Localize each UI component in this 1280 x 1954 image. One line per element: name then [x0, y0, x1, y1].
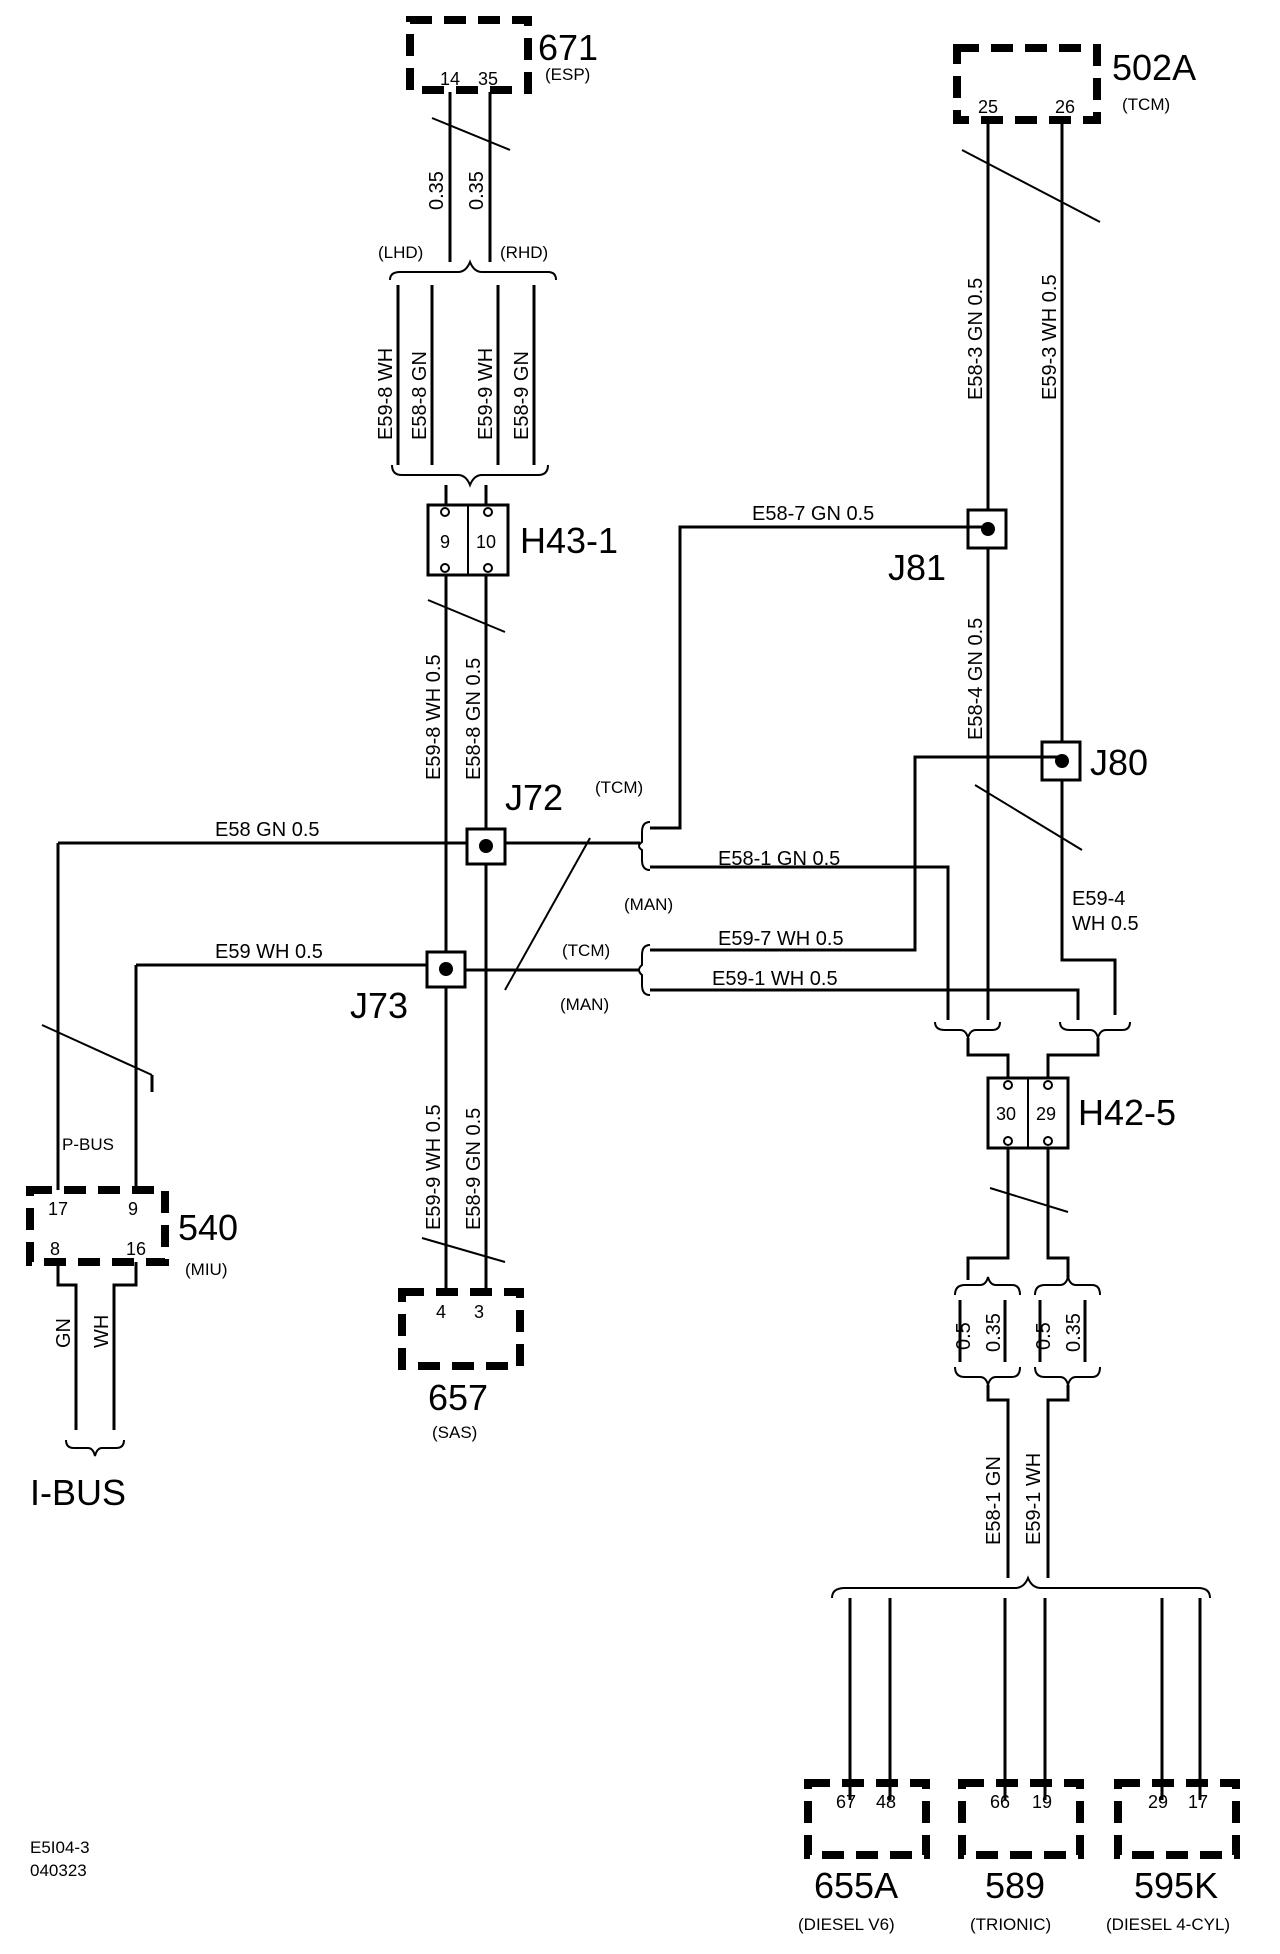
wire-e58-8-gn: E58-8 GN — [409, 351, 431, 440]
splices-j72-j73: E58 GN 0.5 J72 (TCM) E59 WH 0.5 J73 (TCM… — [56, 777, 673, 1190]
pin-66: 66 — [990, 1792, 1010, 1812]
pin-35: 35 — [478, 69, 498, 89]
component-label-esp: (ESP) — [545, 65, 590, 84]
size-05-b: 0.5 — [1033, 1322, 1055, 1350]
pin-3: 3 — [474, 1302, 484, 1322]
component-595k: 29 17 595K (DIESEL 4-CYL) — [1106, 1779, 1240, 1934]
label-tcm-2: (TCM) — [562, 941, 610, 960]
component-502a: 25 26 502A (TCM) — [953, 44, 1196, 124]
component-655a: 67 48 655A (DIESEL V6) — [798, 1779, 930, 1934]
h42-pin-30: 30 — [996, 1104, 1016, 1124]
junction-j72: J72 — [505, 777, 563, 818]
label-man-2: (MAN) — [560, 995, 609, 1014]
size-05-a: 0.5 — [953, 1322, 975, 1350]
pin-29: 29 — [1148, 1792, 1168, 1812]
component-id-589: 589 — [985, 1865, 1045, 1906]
h43-pin-10: 10 — [476, 532, 496, 552]
connector-id-h43-1: H43-1 — [520, 520, 618, 561]
wire-size-0-35-b: 0.35 — [466, 171, 488, 210]
label-lhd: (LHD) — [378, 243, 423, 262]
component-671: 14 35 671 (ESP) — [406, 16, 598, 94]
wire-e58-1-gn-lower: E58-1 GN — [983, 1456, 1005, 1545]
component-label-diesel-v6: (DIESEL V6) — [798, 1915, 895, 1934]
pin-25: 25 — [978, 97, 998, 117]
diagram-date: 040323 — [30, 1861, 87, 1880]
component-label-diesel-4cyl: (DIESEL 4-CYL) — [1106, 1915, 1230, 1934]
label-rhd: (RHD) — [500, 243, 548, 262]
pin-9: 9 — [128, 1199, 138, 1219]
component-id-595k: 595K — [1134, 1865, 1218, 1906]
component-id-502a: 502A — [1112, 47, 1196, 88]
component-label-sas: (SAS) — [432, 1423, 477, 1442]
wires-502a: E58-3 GN 0.5 E59-3 WH 0.5 J81 E58-7 GN 0… — [650, 122, 1148, 1078]
wire-e59-9-wh: E59-9 WH — [475, 348, 497, 440]
component-label-tcm: (TCM) — [1122, 95, 1170, 114]
wire-e59-7-wh: E59-7 WH 0.5 — [718, 928, 844, 950]
diagram-code: E5I04-3 — [30, 1838, 90, 1857]
pin-19: 19 — [1032, 1792, 1052, 1812]
wire-e59-4-wh: WH 0.5 — [1072, 913, 1139, 935]
wire-e58-gn-05: E58 GN 0.5 — [215, 819, 320, 841]
wire-e58-9-gn-05: E58-9 GN 0.5 — [463, 1108, 485, 1230]
pin-17: 17 — [48, 1199, 68, 1219]
wire-e58-7-gn: E58-7 GN 0.5 — [752, 503, 874, 525]
component-id-657: 657 — [428, 1377, 488, 1418]
label-tcm-1: (TCM) — [595, 778, 643, 797]
wire-wh: WH — [91, 1315, 113, 1348]
wire-e58-1-gn: E58-1 GN 0.5 — [718, 848, 840, 870]
component-657: 4 3 657 (SAS) — [398, 1288, 524, 1442]
wire-e59-4: E59-4 — [1072, 888, 1125, 910]
wire-e59-8-wh-05: E59-8 WH 0.5 — [423, 654, 445, 780]
wire-e59-1-wh: E59-1 WH 0.5 — [712, 968, 838, 990]
wire-e58-8-gn-05: E58-8 GN 0.5 — [463, 658, 485, 780]
size-035-b: 0.35 — [1063, 1313, 1085, 1352]
component-id-671: 671 — [538, 27, 598, 68]
h43-pin-9: 9 — [440, 532, 450, 552]
wire-e59-wh-05: E59 WH 0.5 — [215, 941, 323, 963]
pin-16: 16 — [126, 1239, 146, 1259]
connector-h43-1: 9 10 H43-1 — [426, 485, 618, 577]
wire-e59-9-wh-05: E59-9 WH 0.5 — [423, 1104, 445, 1230]
label-p-bus: P-BUS — [62, 1135, 114, 1154]
pin-17-595k: 17 — [1188, 1792, 1208, 1812]
pin-14: 14 — [440, 69, 460, 89]
connector-id-h42-5: H42-5 — [1078, 1092, 1176, 1133]
component-label-trionic: (TRIONIC) — [970, 1915, 1051, 1934]
wire-gn: GN — [53, 1318, 75, 1348]
label-i-bus: I-BUS — [30, 1472, 126, 1513]
wires-671: 0.35 0.35 (LHD) (RHD) E59-8 WH E58-8 GN … — [375, 92, 557, 488]
size-035-a: 0.35 — [983, 1313, 1005, 1352]
junction-j73: J73 — [350, 985, 408, 1026]
component-id-655a: 655A — [814, 1865, 898, 1906]
wires-h43-to-657: E59-8 WH 0.5 E58-8 GN 0.5 E59-9 WH 0.5 E… — [421, 575, 506, 1290]
wire-e59-8-wh: E59-8 WH — [375, 348, 397, 440]
wires-h42-to-loads: 0.5 0.35 0.5 0.35 E58-1 GN E59-1 WH — [831, 1148, 1211, 1800]
wire-size-0-35-a: 0.35 — [426, 171, 448, 210]
ibus-section: GN WH I-BUS — [30, 1262, 138, 1513]
wire-e58-4-gn: E58-4 GN 0.5 — [965, 618, 987, 740]
pin-48: 48 — [876, 1792, 896, 1812]
wire-e59-3-wh: E59-3 WH 0.5 — [1039, 274, 1061, 400]
pin-4: 4 — [436, 1302, 446, 1322]
wire-e58-3-gn: E58-3 GN 0.5 — [965, 278, 987, 400]
pin-26: 26 — [1055, 97, 1075, 117]
junction-j81: J81 — [888, 547, 946, 588]
label-man-1: (MAN) — [624, 895, 673, 914]
component-540: 17 9 8 16 540 (MIU) — [26, 1186, 238, 1279]
component-589: 66 19 589 (TRIONIC) — [958, 1779, 1084, 1934]
pin-8: 8 — [50, 1239, 60, 1259]
connector-h42-5: 30 29 H42-5 — [986, 1076, 1176, 1150]
h42-pin-29: 29 — [1036, 1104, 1056, 1124]
pbus-section: P-BUS — [41, 1024, 154, 1154]
junction-j80: J80 — [1090, 742, 1148, 783]
pin-67: 67 — [836, 1792, 856, 1812]
wire-e58-9-gn: E58-9 GN — [511, 351, 533, 440]
component-id-540: 540 — [178, 1207, 238, 1248]
wire-e59-1-wh-lower: E59-1 WH — [1023, 1453, 1045, 1545]
diagram-footer: E5I04-3 040323 — [30, 1838, 90, 1880]
component-label-miu: (MIU) — [185, 1260, 227, 1279]
